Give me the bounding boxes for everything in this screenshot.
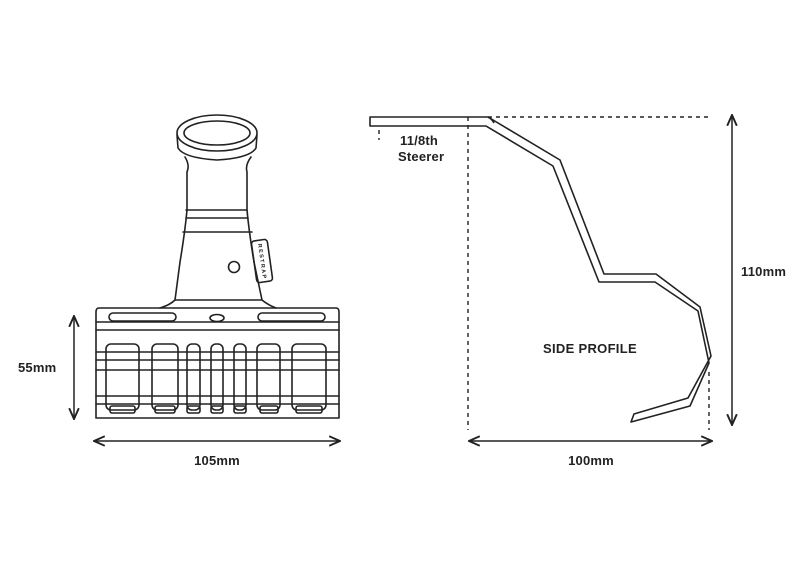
- side-width-label: 100mm: [568, 453, 614, 468]
- profile-outline: [369, 116, 712, 423]
- side-width-dimension: 100mm: [469, 441, 712, 468]
- stem-neck: [159, 156, 277, 309]
- front-height-dimension: 55mm: [18, 316, 74, 419]
- front-width-label: 105mm: [194, 453, 240, 468]
- steerer-label: Steerer: [398, 149, 444, 164]
- side-profile-caption: SIDE PROFILE: [543, 341, 637, 356]
- side-height-dimension: 110mm: [732, 115, 786, 425]
- steerer-annotation: 11/8th Steerer: [398, 133, 444, 164]
- side-height-label: 110mm: [741, 264, 786, 279]
- bolt-hole: [227, 260, 241, 274]
- brand-badge: RESTRAP: [250, 238, 274, 284]
- center-hole: [209, 313, 225, 323]
- clamp-jaws: [105, 343, 327, 414]
- front-view: RESTRAP: [95, 114, 340, 419]
- front-width-dimension: 105mm: [94, 441, 340, 468]
- base-plate: [95, 307, 340, 419]
- front-height-label: 55mm: [18, 360, 56, 375]
- profile-guides: [378, 116, 712, 430]
- steerer-size-label: 11/8th: [400, 133, 438, 148]
- slot-left: [108, 312, 177, 322]
- steerer-clamp-top: [176, 114, 258, 161]
- slot-right: [257, 312, 326, 322]
- brand-text: RESTRAP: [256, 243, 267, 280]
